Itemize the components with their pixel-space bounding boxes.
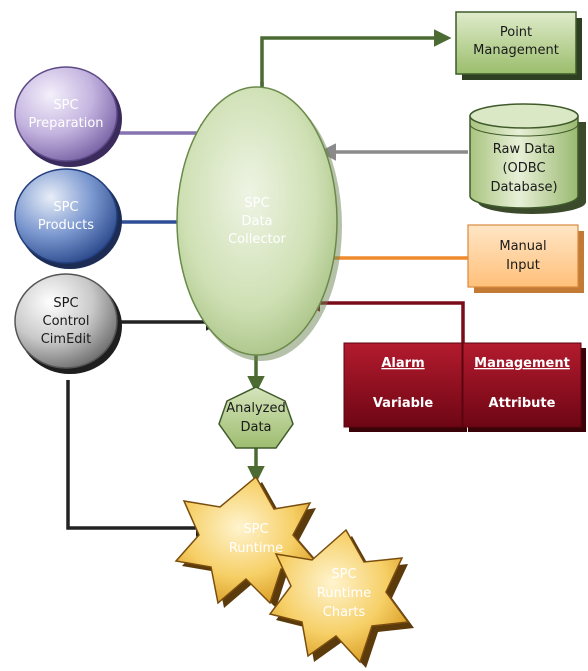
spc-preparation-label-2: Preparation xyxy=(28,116,103,131)
spc-runtime-charts-star[interactable]: SPC Runtime Charts xyxy=(268,528,414,668)
connectors xyxy=(66,29,468,537)
alarm-variable-label: Variable xyxy=(373,396,434,411)
spc-runtime-charts-label-1: SPC xyxy=(331,567,356,582)
spc-preparation-node[interactable]: SPC Preparation xyxy=(14,66,122,167)
analyzed-data-label-2: Data xyxy=(240,420,271,435)
raw-data-label-3: Database) xyxy=(490,180,557,195)
arrow-alarm-to-collector xyxy=(302,294,465,343)
spc-control-label-2: Control xyxy=(43,314,90,329)
raw-data-database-cylinder[interactable]: Raw Data (ODBC Database) xyxy=(469,103,586,214)
spc-control-label-3: CimEdit xyxy=(41,332,92,347)
point-management-label-2: Management xyxy=(473,43,559,58)
manual-input-box[interactable]: Manual Input xyxy=(467,224,584,293)
management-attribute-label: Attribute xyxy=(489,396,556,411)
analyzed-data-label-1: Analyzed xyxy=(226,401,285,416)
raw-data-label-2: (ODBC xyxy=(502,161,545,176)
management-title: Management xyxy=(474,356,570,371)
spc-runtime-charts-label-2: Runtime xyxy=(317,586,371,601)
spc-preparation-label-1: SPC xyxy=(53,98,78,113)
spc-products-label-1: SPC xyxy=(53,200,78,215)
arrow-control-to-runtime xyxy=(66,380,214,537)
management-box[interactable]: Management Attribute xyxy=(462,342,586,432)
spc-products-node[interactable]: SPC Products xyxy=(14,168,122,269)
alarm-title: Alarm xyxy=(381,356,424,371)
spc-control-label-1: SPC xyxy=(53,296,78,311)
spc-data-collector-node[interactable]: SPC Data Collector xyxy=(176,86,342,361)
spc-runtime-star[interactable]: SPC Runtime xyxy=(174,475,323,608)
spc-control-cimedit-node[interactable]: SPC Control CimEdit xyxy=(14,273,122,374)
collector-label-3: Collector xyxy=(228,232,286,247)
manual-input-label-1: Manual xyxy=(499,239,546,254)
spc-runtime-label-1: SPC xyxy=(243,522,268,537)
point-management-label-1: Point xyxy=(500,25,532,40)
arrow-collector-to-point-management xyxy=(260,29,452,96)
analyzed-data-node[interactable]: Analyzed Data xyxy=(218,386,294,449)
spc-runtime-label-2: Runtime xyxy=(229,541,283,556)
raw-data-label-1: Raw Data xyxy=(493,142,556,157)
spc-products-label-2: Products xyxy=(38,218,94,233)
collector-label-2: Data xyxy=(241,214,272,229)
manual-input-label-2: Input xyxy=(506,258,540,273)
collector-label-1: SPC xyxy=(244,196,269,211)
spc-runtime-charts-label-3: Charts xyxy=(323,605,366,620)
point-management-box[interactable]: Point Management xyxy=(455,11,582,80)
alarm-box[interactable]: Alarm Variable xyxy=(343,342,467,432)
